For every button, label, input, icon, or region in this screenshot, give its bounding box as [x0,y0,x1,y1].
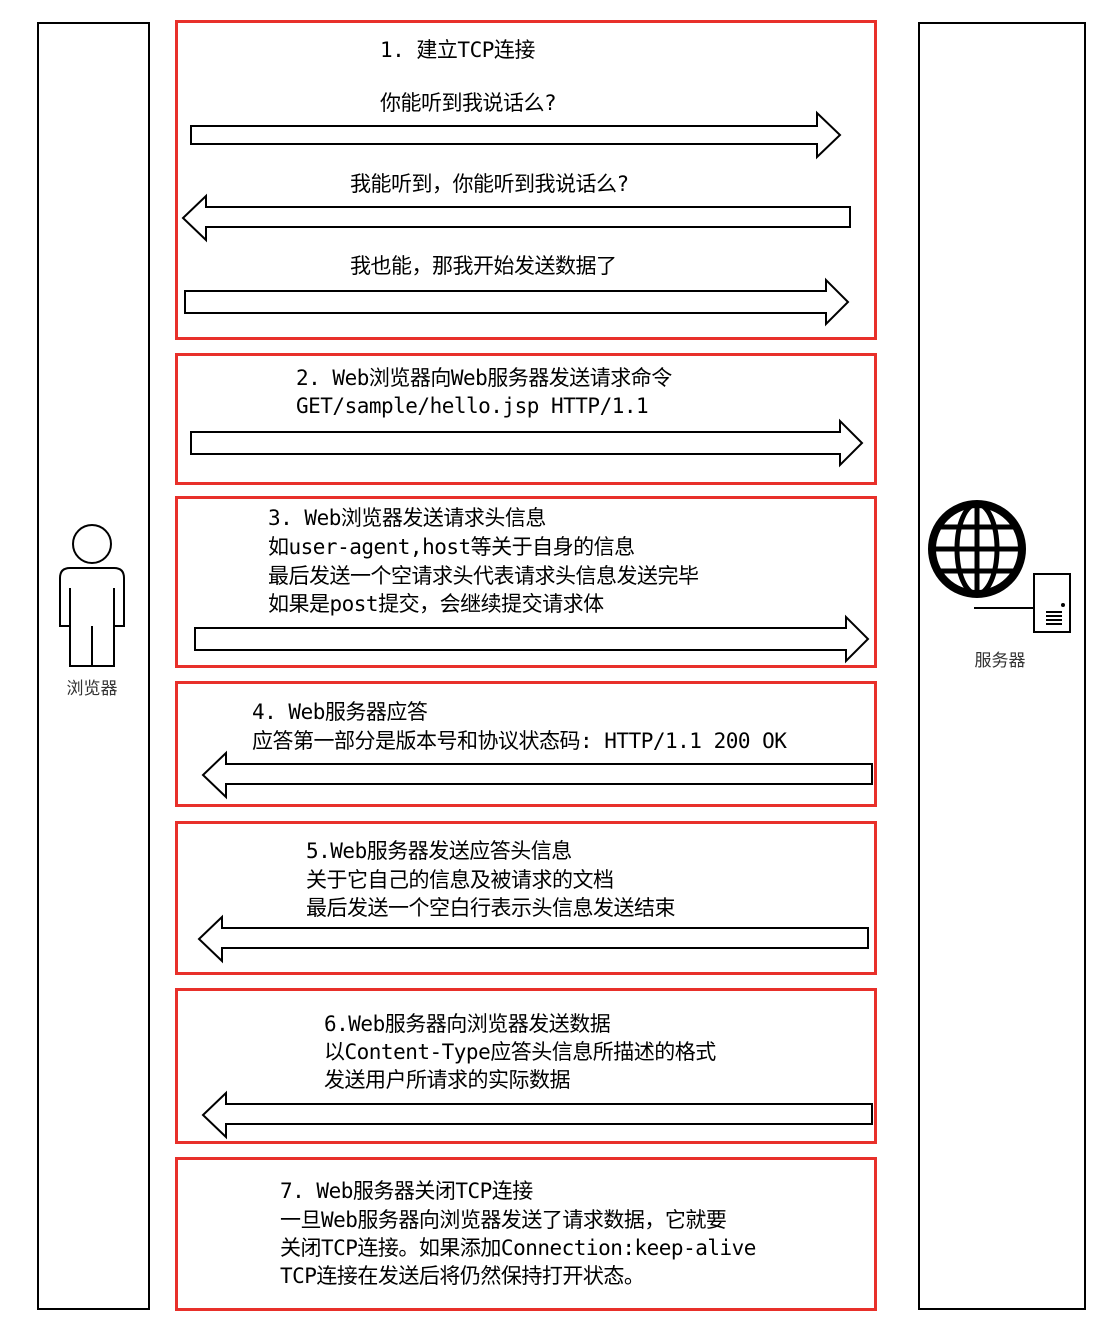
step-4-title: 4. Web服务器应答 [252,700,428,724]
step-3-title: 3. Web浏览器发送请求头信息 [268,506,546,530]
server-icon [974,573,1071,633]
step-6-line-1: 以Content-Type应答头信息所描述的格式 [324,1040,716,1064]
step-3-line-1: 如user-agent,host等关于自身的信息 [268,535,635,559]
step-6-title: 6.Web服务器向浏览器发送数据 [324,1012,611,1036]
step-2-line-1: GET/sample/hello.jsp HTTP/1.1 [296,394,649,418]
step-5-box [175,821,877,975]
step-7-line-2: 关闭TCP连接。如果添加Connection:keep-alive [280,1236,756,1260]
step-7-box [175,1157,877,1311]
arrow-left [197,914,869,964]
globe-icon [928,500,1026,598]
server-label: 服务器 [974,651,1026,671]
step-5-line-1: 关于它自己的信息及被请求的文档 [306,868,614,892]
step-4-line-1: 应答第一部分是版本号和协议状态码: HTTP/1.1 200 OK [252,729,787,753]
step-6-line-2: 发送用户所请求的实际数据 [324,1068,571,1092]
step-2-box [175,353,877,485]
step-1-message-2: 我能听到，你能听到我说话么? [350,172,629,196]
step-1-message-3: 我也能，那我开始发送数据了 [350,254,617,278]
arrow-left [181,193,851,243]
step-1-message-1: 你能听到我说话么? [380,91,557,115]
step-3-line-3: 如果是post提交，会继续提交请求体 [268,592,604,616]
step-1-box [175,20,877,340]
step-5-title: 5.Web服务器发送应答头信息 [306,839,572,863]
step-7-title: 7. Web服务器关闭TCP连接 [280,1179,533,1203]
arrow-right [194,614,870,664]
step-7-line-3: TCP连接在发送后将仍然保持打开状态。 [280,1264,645,1288]
server-lane [918,22,1086,1310]
arrow-right [184,277,850,327]
person-icon [59,524,125,667]
step-3-line-2: 最后发送一个空请求头代表请求头信息发送完毕 [268,564,699,588]
step-2-title: 2. Web浏览器向Web服务器发送请求命令 [296,366,672,390]
arrow-right [190,418,864,468]
browser-label: 浏览器 [66,679,118,699]
step-4-box [175,681,877,807]
arrow-left [201,750,873,800]
step-5-line-2: 最后发送一个空白行表示头信息发送结束 [306,896,676,920]
arrow-right [190,110,842,160]
arrow-left [201,1090,873,1140]
step-1-title: 1. 建立TCP连接 [380,38,535,62]
step-7-line-1: 一旦Web服务器向浏览器发送了请求数据，它就要 [280,1208,727,1232]
